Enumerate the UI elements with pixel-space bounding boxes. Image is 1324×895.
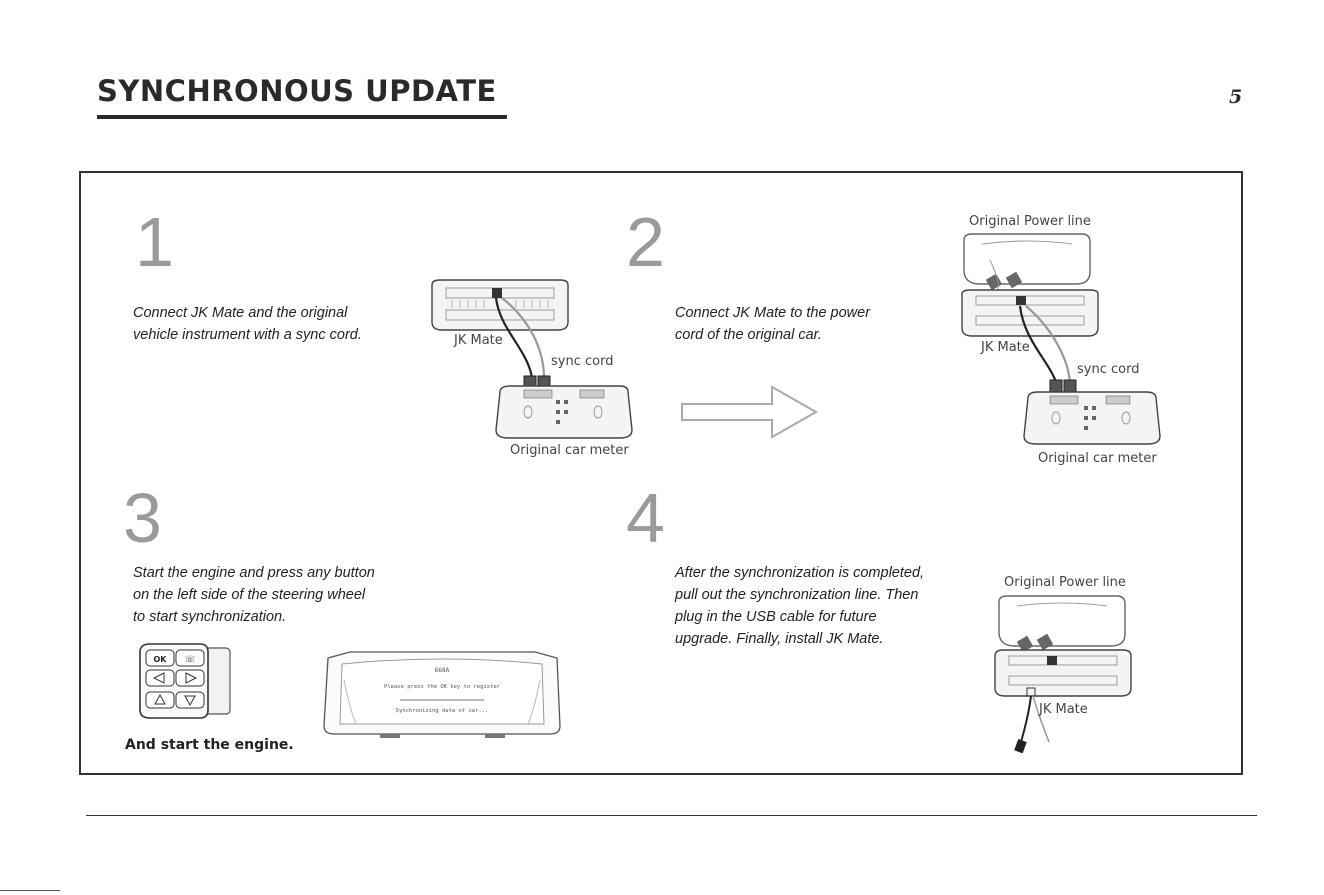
- title-underline: [97, 115, 507, 119]
- page-title: SYNCHRONOUS UPDATE: [97, 74, 497, 108]
- screen-code: 668A: [435, 667, 450, 674]
- cluster-housing: [963, 233, 1091, 285]
- jk-mate-device: [431, 279, 569, 331]
- step-2-text: Connect JK Mate to the power cord of the…: [675, 305, 871, 343]
- footer-mark: [0, 890, 60, 891]
- step-2-diagram: [961, 233, 1161, 445]
- cluster-screen: 668A Please press the OK key to register…: [323, 651, 561, 738]
- step-4-power-line-label: Original Power line: [1004, 575, 1126, 590]
- step-2-jk-mate-label: JK Mate: [981, 340, 1030, 355]
- step-1-diagram: [431, 279, 633, 439]
- step-1-text: Connect JK Mate and the original vehicle…: [133, 305, 362, 343]
- jk-mate-device: [994, 649, 1132, 697]
- start-engine-caption: And start the engine.: [125, 737, 294, 753]
- step-1-sync-cord-label: sync cord: [551, 354, 614, 369]
- steering-buttons-icon: OK ☏: [139, 643, 231, 719]
- svg-text:☏: ☏: [184, 655, 195, 665]
- step-1-number: 1: [135, 203, 174, 281]
- step-3-number: 3: [123, 479, 162, 557]
- step-2-meter-label: Original car meter: [1038, 451, 1157, 466]
- cluster-housing: [998, 595, 1126, 647]
- screen-line-2: Synchronizing data of car...: [396, 708, 489, 714]
- ok-key-label: OK: [154, 655, 168, 664]
- screen-line-1: Please press the OK key to register: [384, 684, 501, 690]
- right-arrow-icon: [681, 385, 819, 439]
- footer-rule: [86, 815, 1257, 816]
- step-2-sync-cord-label: sync cord: [1077, 362, 1140, 377]
- step-2-power-line-label: Original Power line: [969, 214, 1091, 229]
- step-1-jk-mate-label: JK Mate: [454, 333, 503, 348]
- step-1-meter-label: Original car meter: [510, 443, 629, 458]
- step-2-number: 2: [626, 203, 665, 281]
- steps-frame: [79, 171, 1243, 775]
- step-4-jk-mate-label: JK Mate: [1039, 702, 1088, 717]
- usb-cable: [1020, 695, 1032, 743]
- step-4-diagram: [994, 595, 1132, 754]
- step-3-text: Start the engine and press any button on…: [133, 565, 375, 625]
- step-4-number: 4: [626, 479, 665, 557]
- page-number: 5: [1229, 86, 1243, 108]
- step-4-text: After the synchronization is completed, …: [675, 565, 925, 647]
- jk-mate-device: [961, 289, 1099, 337]
